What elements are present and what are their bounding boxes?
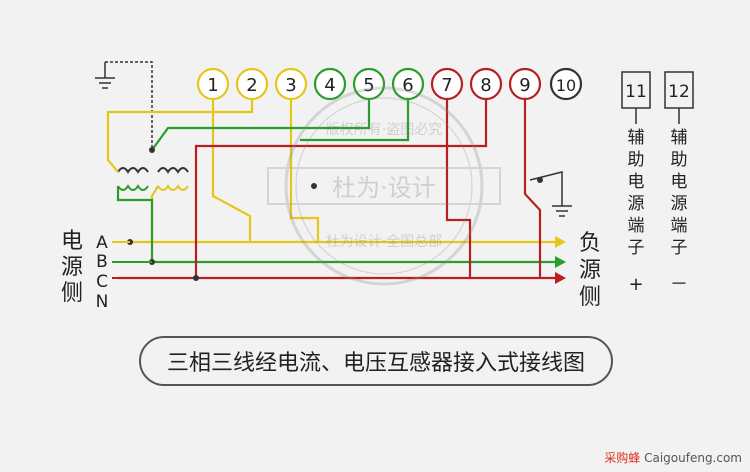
- watermark-top-text: 版权所有·盗图必究: [326, 122, 442, 138]
- terminal-circle: [352, 67, 386, 101]
- aux-sign: －: [670, 274, 688, 295]
- phase-leads: [112, 241, 152, 279]
- aux-terminal-11: 11: [621, 71, 651, 124]
- terminal-circle: [430, 67, 464, 101]
- aux-text-char: 端: [628, 216, 645, 236]
- load-label-char: 侧: [579, 285, 601, 310]
- aux-text-char: 辅: [628, 128, 645, 148]
- phase-letters: A B C N: [96, 233, 109, 312]
- aux-terminal-12: 12: [664, 71, 694, 124]
- phase-label-n: N: [96, 292, 109, 312]
- terminal-5: 5: [352, 67, 386, 101]
- terminal-circle: [196, 67, 230, 101]
- terminal-label: 3: [285, 75, 296, 96]
- footer-credit: 采购蜂 Caigoufeng.com: [604, 449, 742, 466]
- load-label-char: 源: [579, 258, 601, 283]
- red-wires: [118, 96, 555, 280]
- terminal-label: 2: [246, 75, 257, 96]
- phase-label-a: A: [96, 233, 108, 253]
- terminal-circle: [235, 67, 269, 101]
- terminal-9: 9: [508, 67, 542, 101]
- terminal-label: 7: [441, 75, 452, 96]
- phase-label-b: B: [96, 252, 108, 272]
- aux-text-char: 助: [628, 150, 645, 170]
- terminal-label: 5: [363, 75, 374, 96]
- green-wires: [116, 96, 555, 264]
- terminal-circle: [391, 67, 425, 101]
- ground-symbol-left: [95, 61, 153, 148]
- aux-terminal-11-label: 11: [625, 82, 647, 102]
- aux-text-char: 辅: [671, 128, 688, 148]
- terminal-circle: [508, 67, 542, 101]
- terminal-8: 8: [469, 67, 503, 101]
- aux-text-char: 电: [671, 172, 688, 192]
- aux-text-char: 端: [671, 216, 688, 236]
- footer-brand: 采购蜂: [604, 451, 641, 465]
- terminal-4: 4: [313, 67, 347, 101]
- aux-text-char: 源: [671, 194, 688, 214]
- source-label-char: 电: [61, 229, 83, 254]
- terminal-1: 1: [196, 67, 230, 101]
- terminal-label: 4: [324, 75, 335, 96]
- aux-sign: +: [628, 274, 643, 295]
- aux-text-char: 源: [628, 194, 645, 214]
- source-side-label: 电 源 侧: [61, 229, 83, 306]
- terminal-label: 10: [556, 76, 576, 95]
- aux-text-char: 子: [628, 238, 645, 258]
- terminal-row: 1 2 3 4 5 6 7 8 9 10: [196, 67, 583, 101]
- terminal-10: 10: [549, 67, 583, 101]
- watermark-seal: 杜为·设计 版权所有·盗图必究 杜为设计·全国总部: [267, 86, 501, 286]
- aux-text-char: 助: [671, 150, 688, 170]
- terminal-circle: [274, 67, 308, 101]
- ground-symbol-right: [529, 171, 572, 217]
- terminal-label: 6: [402, 75, 413, 96]
- terminal-6: 6: [391, 67, 425, 101]
- terminal-3: 3: [274, 67, 308, 101]
- load-side-label: 负 源 侧: [579, 231, 601, 310]
- terminal-circle: [313, 67, 347, 101]
- terminal-7: 7: [430, 67, 464, 101]
- watermark-bottom-text: 杜为设计·全国总部: [326, 233, 442, 250]
- aux-text-char: 子: [671, 238, 688, 258]
- footer-site: Caigoufeng.com: [644, 451, 742, 465]
- diagram-caption: 三相三线经电流、电压互感器接入式接线图: [139, 336, 613, 386]
- watermark-center-text: 杜为·设计: [332, 174, 436, 202]
- terminal-label: 1: [207, 75, 218, 96]
- load-label-char: 负: [579, 231, 601, 256]
- source-label-char: 源: [61, 255, 83, 280]
- aux-terminal-12-label: 12: [668, 82, 690, 102]
- terminal-circle: [549, 67, 583, 101]
- terminal-2: 2: [235, 67, 269, 101]
- aux-text-char: 电: [628, 172, 645, 192]
- terminal-label: 8: [480, 75, 491, 96]
- terminal-label: 9: [519, 75, 530, 96]
- phase-label-c: C: [96, 272, 108, 292]
- terminal-circle: [469, 67, 503, 101]
- voltage-transformer: [117, 167, 189, 191]
- source-label-char: 侧: [61, 281, 83, 306]
- arrowheads: [555, 236, 566, 284]
